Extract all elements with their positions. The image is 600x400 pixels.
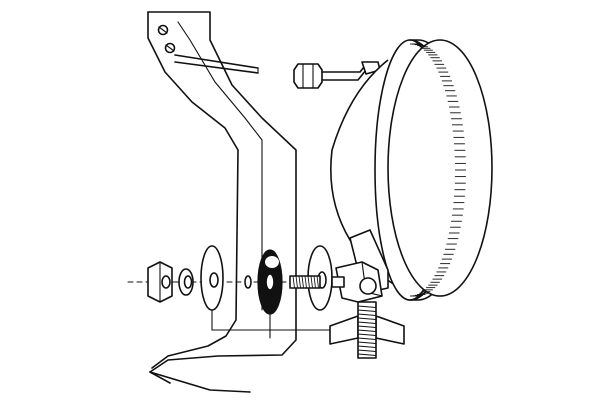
reference-lines [211,309,331,339]
rubber-grommet [257,249,283,315]
bracket-plate [147,11,297,393]
hex-nut [147,261,173,303]
wing-bolt [329,301,405,359]
lamp-housing [330,39,493,301]
mount-swivel [335,261,383,303]
small-washer [244,275,252,289]
spring-washer [178,268,194,296]
threaded-stud [289,275,345,289]
flat-washer-outer [200,245,224,311]
cable [174,54,259,74]
lamp-knurl-lines [410,43,466,297]
